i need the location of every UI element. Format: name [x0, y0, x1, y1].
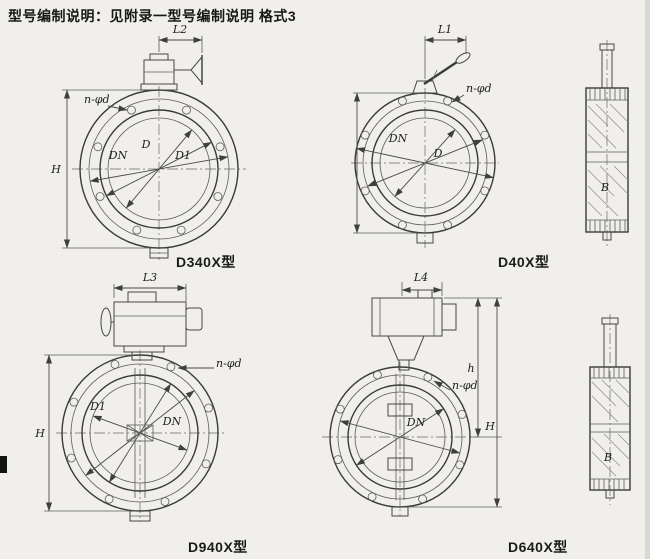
dim-H [62, 89, 152, 249]
label-B: B [603, 451, 612, 464]
diameter-dims [339, 408, 461, 466]
hatching [587, 103, 629, 217]
pneumatic-actuator [371, 289, 457, 371]
bottom-lug [416, 232, 434, 244]
hatching [591, 379, 631, 477]
label-L3: L3 [142, 271, 157, 284]
label-H: H [34, 427, 45, 440]
dim-L3 [113, 284, 187, 304]
leader-n-phi-d [433, 380, 451, 391]
bottom-stub [605, 489, 615, 499]
caption-d40x: D40X型 [498, 254, 550, 270]
label-h: h [467, 362, 474, 375]
scan-edge-shadow [645, 0, 650, 559]
dim-h-H [406, 297, 502, 508]
caption-d940x: D940X型 [188, 539, 248, 555]
label-D1: D1 [174, 149, 191, 162]
bolt-holes [67, 359, 214, 507]
label-L1: L1 [437, 23, 452, 36]
bolt-holes [333, 370, 467, 504]
flange-serrations [586, 88, 628, 232]
drawing-d340x: D DN D1 n-φd H [50, 23, 246, 260]
disc-section [590, 423, 630, 433]
label-n-phi-d: n-φd [452, 379, 478, 392]
drawing-d940x: D1 DN [34, 271, 242, 522]
dim-L4 [401, 282, 443, 296]
electric-actuator [100, 291, 203, 361]
label-D: D [141, 138, 151, 151]
drawing-d40x: DN D n-φd L1 [351, 23, 499, 248]
label-H: H [50, 163, 61, 176]
dim-L1 [424, 36, 467, 79]
disc-shaft [387, 374, 413, 500]
drawing-d640x: DN L4 [322, 271, 502, 517]
diameter-dims [89, 129, 229, 209]
bolt-holes [93, 105, 225, 235]
label-D1: D1 [89, 400, 106, 413]
scan-registration-mark [0, 456, 7, 473]
disc-shaft [126, 368, 154, 498]
label-n-phi-d: n-φd [216, 357, 242, 370]
dim-height [353, 92, 419, 234]
label-n-phi-d: n-φd [466, 82, 492, 95]
leader-n-phi-d [107, 105, 128, 112]
leader-n-phi-d [451, 94, 465, 103]
disc-section [586, 151, 628, 163]
label-B: B [600, 181, 609, 194]
diameter-dims [356, 129, 494, 197]
label-n-phi-d: n-φd [84, 93, 110, 106]
lever-handle [412, 52, 471, 94]
dim-L2 [158, 36, 203, 53]
label-DN: DN [162, 415, 182, 428]
label-DN: DN [108, 149, 128, 162]
label-DN: DN [406, 416, 426, 429]
bottom-lug [391, 506, 409, 517]
bottom-lug [129, 510, 151, 522]
label-H: H [484, 420, 495, 433]
side-view-top: B [585, 40, 629, 246]
label-L4: L4 [413, 271, 428, 284]
dim-H [44, 354, 134, 512]
caption-d640x: D640X型 [508, 539, 568, 555]
gear-actuator [140, 53, 203, 91]
bolt-holes [360, 96, 490, 230]
bottom-lug [149, 247, 169, 259]
page-title: 型号编制说明：见附录一型号编制说明 格式3 [8, 8, 297, 24]
side-view-bottom: B [589, 314, 631, 505]
bottom-stub [602, 231, 612, 241]
flange-serrations [590, 367, 630, 490]
label-DN: DN [388, 132, 408, 145]
label-D: D [433, 147, 443, 160]
label-L2: L2 [172, 23, 187, 36]
caption-d340x: D340X型 [176, 254, 236, 270]
